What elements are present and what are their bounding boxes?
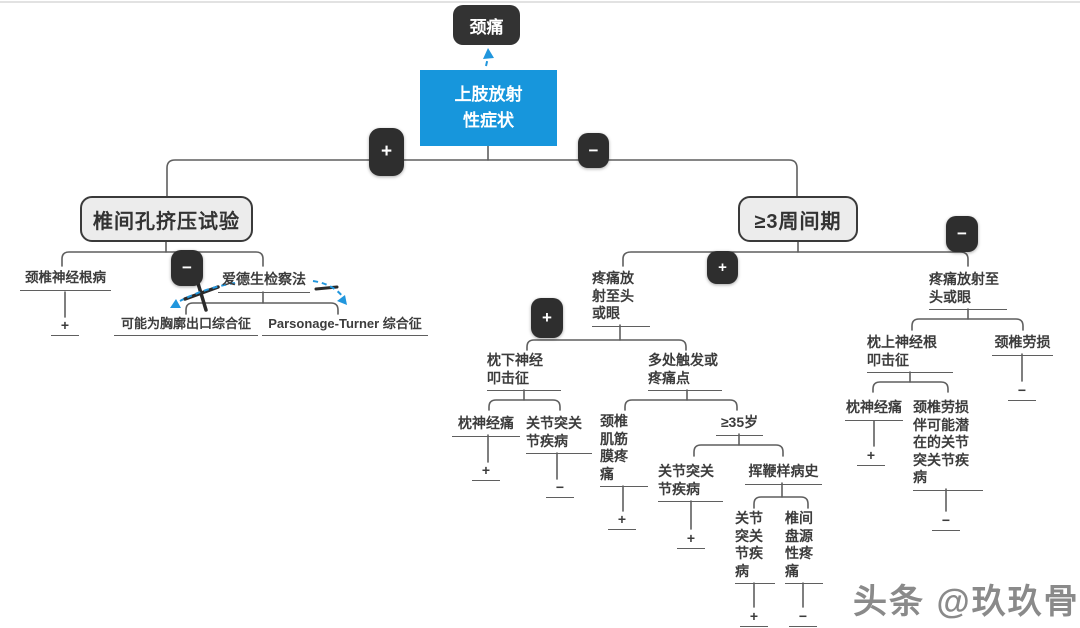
test-foraminal-compression: 椎间孔挤压试验 [80,196,253,242]
mark-plus-cervical-radiculopathy: + [51,317,79,337]
node-occipital-neuralgia-2: 枕神经痛 [845,399,903,421]
node-pain-radiating-head-eye-right: 疼痛放射至 头或眼 [929,271,1007,310]
test-three-week-interval: ≥3周间期 [738,196,858,242]
decision-arm-radiating-symptoms: 上肢放射 性症状 [420,70,557,146]
node-whiplash-history: 挥鞭样病史 [745,463,822,485]
mark-plus-facet-joint-disease-2: + [677,530,705,550]
node-suboccipital-nerve-tap: 枕下神经 叩击征 [487,352,561,391]
badge-minus-interval: − [946,216,978,252]
badge-plus-pain-head-eye: + [531,298,563,338]
node-parsonage-turner-syndrome: Parsonage-Turner 综合征 [262,316,428,337]
mark-minus-strain-with-facet: − [932,512,960,532]
node-strain-with-possible-facet: 颈椎劳损 伴可能潜 在的关节 突关节疾 病 [913,399,983,491]
node-adson-test: 爱德生检察法 [218,271,310,293]
node-facet-joint-disease-3: 关节 突关 节疾 病 [735,510,775,584]
node-pain-radiating-head-eye-left: 疼痛放 射至头 或眼 [592,270,650,327]
node-cervical-myofascial-pain: 颈椎 肌筋 膜疼 痛 [600,413,648,487]
node-cervical-radiculopathy: 颈椎神经根病 [20,270,111,291]
node-supraoccipital-nerve-tap: 枕上神经根 叩击征 [867,334,953,373]
mark-minus-discogenic-pain: − [789,608,817,628]
node-cervical-strain: 颈椎劳损 [992,334,1053,356]
mark-minus-cervical-strain: − [1008,382,1036,402]
mark-plus-facet-joint-disease-3: + [740,608,768,628]
watermark-toutiao: 头条 @玖玖骨科 [853,583,1080,621]
mark-minus-facet-joint-disease-1: − [546,479,574,499]
root-node-neck-pain: 颈痛 [453,5,520,45]
mark-plus-occipital-neuralgia-1: + [472,462,500,482]
node-occipital-neuralgia-1: 枕神经痛 [452,415,520,437]
node-multiple-trigger-points: 多处触发或 疼痛点 [648,352,722,391]
badge-minus-foraminal: − [171,250,203,286]
badge-minus-main: − [578,133,609,168]
node-facet-joint-disease-1: 关节突关 节疾病 [526,415,592,454]
node-discogenic-pain: 椎间 盘源 性疼 痛 [785,510,823,584]
node-thoracic-outlet-syndrome: 可能为胸廓出口综合征 [114,316,258,337]
node-age-over-35: ≥35岁 [716,414,763,436]
badge-plus-interval: + [707,251,738,284]
badge-plus-main: + [369,128,404,176]
node-facet-joint-disease-2: 关节突关 节疾病 [658,463,723,502]
mark-plus-occipital-neuralgia-2: + [857,447,885,467]
mark-plus-myofascial: + [608,511,636,531]
